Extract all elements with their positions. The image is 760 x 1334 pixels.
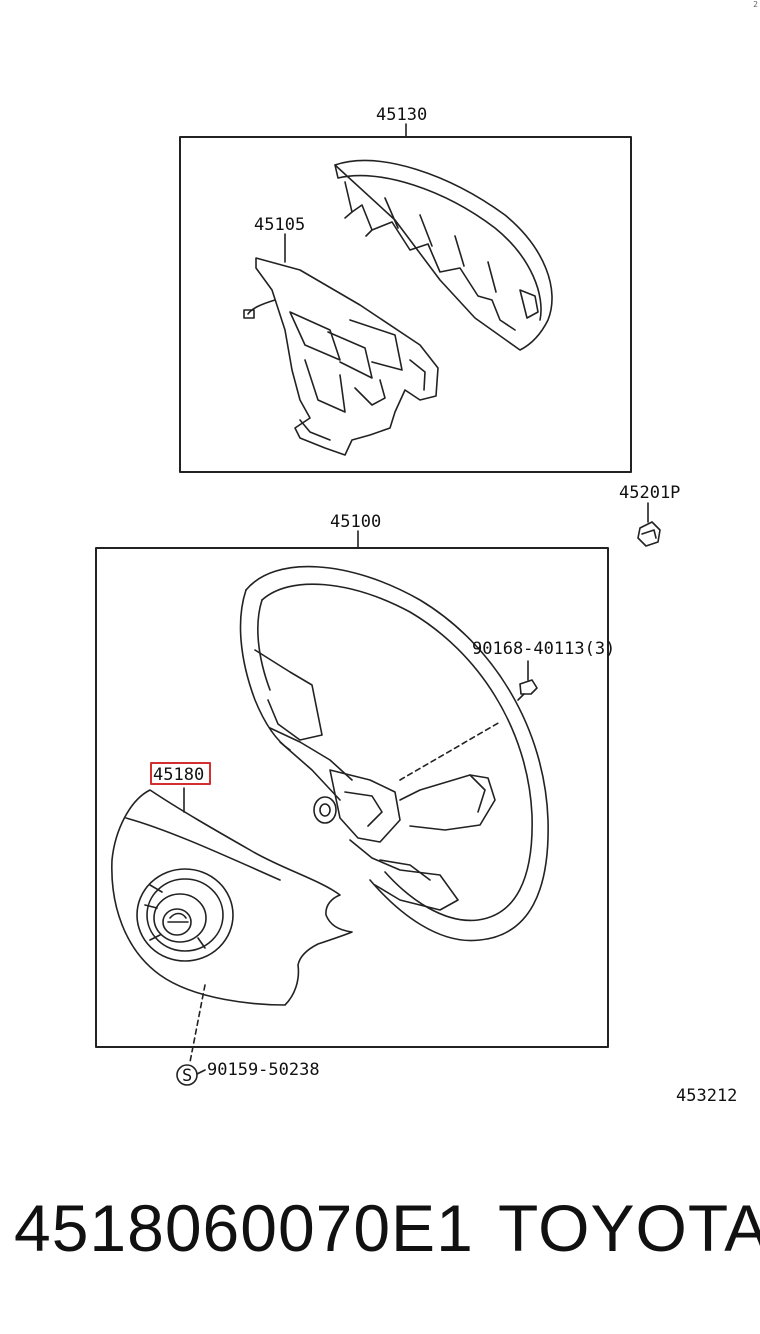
bolt-90168 bbox=[517, 679, 538, 701]
leader-90159-tick bbox=[196, 1069, 206, 1075]
horn-pad-cover bbox=[334, 159, 553, 351]
label-90168-40113: 90168-40113(3) bbox=[472, 639, 615, 659]
screw-symbol: S bbox=[182, 1066, 192, 1086]
label-45130: 45130 bbox=[376, 105, 427, 125]
figure-number: 453212 bbox=[676, 1086, 737, 1106]
label-45201p: 45201P bbox=[619, 483, 680, 503]
bottom-group-frame bbox=[95, 547, 609, 1048]
horn-pad-45180 bbox=[111, 789, 353, 1006]
screw-symbol-circle bbox=[176, 1064, 198, 1086]
label-90159-50238: 90159-50238 bbox=[207, 1060, 320, 1080]
part-number-caption: 4518060070E1 bbox=[14, 1191, 474, 1265]
corner-mark: 2 bbox=[753, 0, 758, 9]
highlight-box-45180 bbox=[150, 762, 211, 785]
label-45105: 45105 bbox=[254, 215, 305, 235]
label-45100: 45100 bbox=[330, 512, 381, 532]
nut-45201p bbox=[637, 521, 661, 547]
leader-90159 bbox=[189, 984, 206, 1063]
top-group-frame bbox=[179, 136, 632, 473]
steering-wheel bbox=[239, 565, 549, 942]
bracket-assembly bbox=[243, 257, 439, 456]
brand-caption: TOYOTA bbox=[498, 1191, 760, 1265]
parts-diagram: 45130 45105 45201P 45100 bbox=[95, 105, 737, 1106]
label-45180: 45180 bbox=[153, 765, 204, 785]
